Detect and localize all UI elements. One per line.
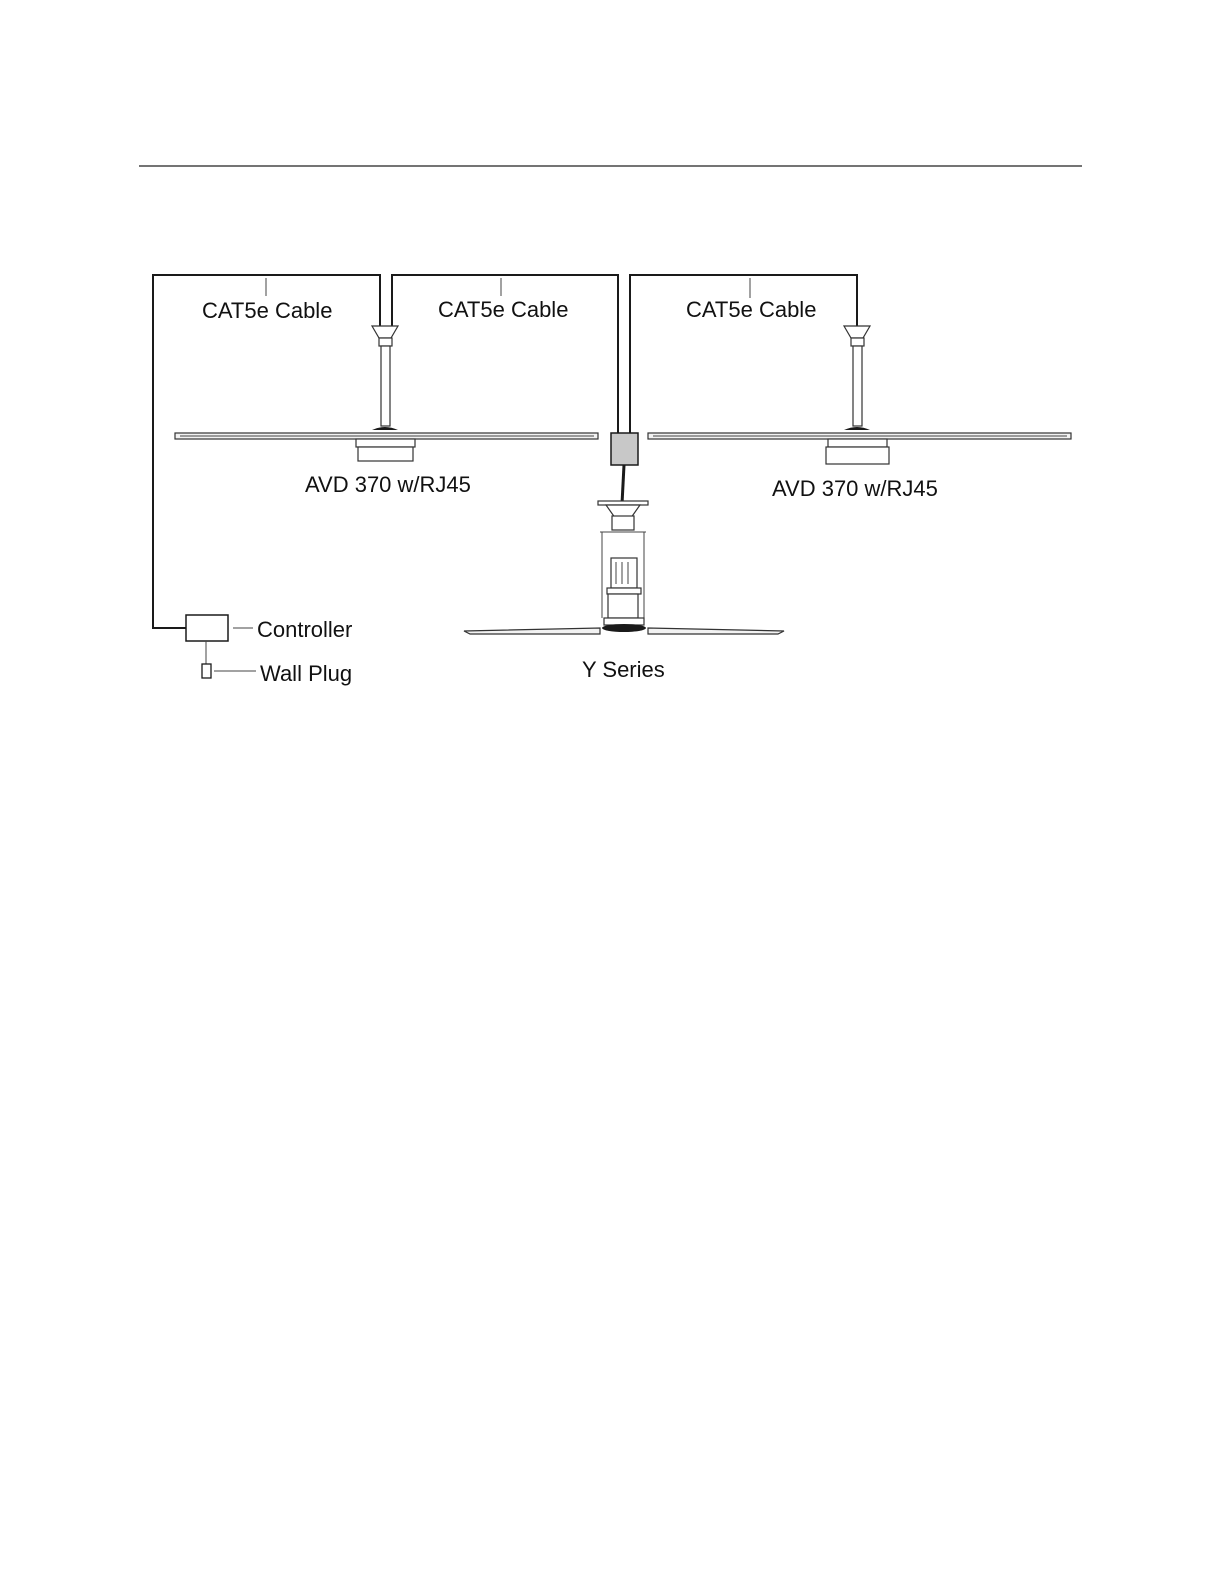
fan-left-label: AVD 370 w/RJ45	[305, 472, 471, 497]
y-series-label: Y Series	[582, 657, 665, 682]
y-series-fan	[464, 501, 784, 634]
fan-right-label: AVD 370 w/RJ45	[772, 476, 938, 501]
wall-plug-icon	[202, 664, 211, 678]
fan-left-avd370	[175, 326, 598, 461]
drop-cable	[622, 465, 624, 504]
cable-3-label: CAT5e Cable	[686, 297, 816, 322]
cable-run-1	[153, 275, 380, 628]
fan-right-avd370	[648, 326, 1071, 464]
wall-plug-label: Wall Plug	[260, 661, 352, 686]
controller-box	[186, 615, 228, 641]
junction-box	[611, 433, 638, 465]
cable-2-label: CAT5e Cable	[438, 297, 568, 322]
controller-label: Controller	[257, 617, 352, 642]
cable-1-label: CAT5e Cable	[202, 298, 332, 323]
